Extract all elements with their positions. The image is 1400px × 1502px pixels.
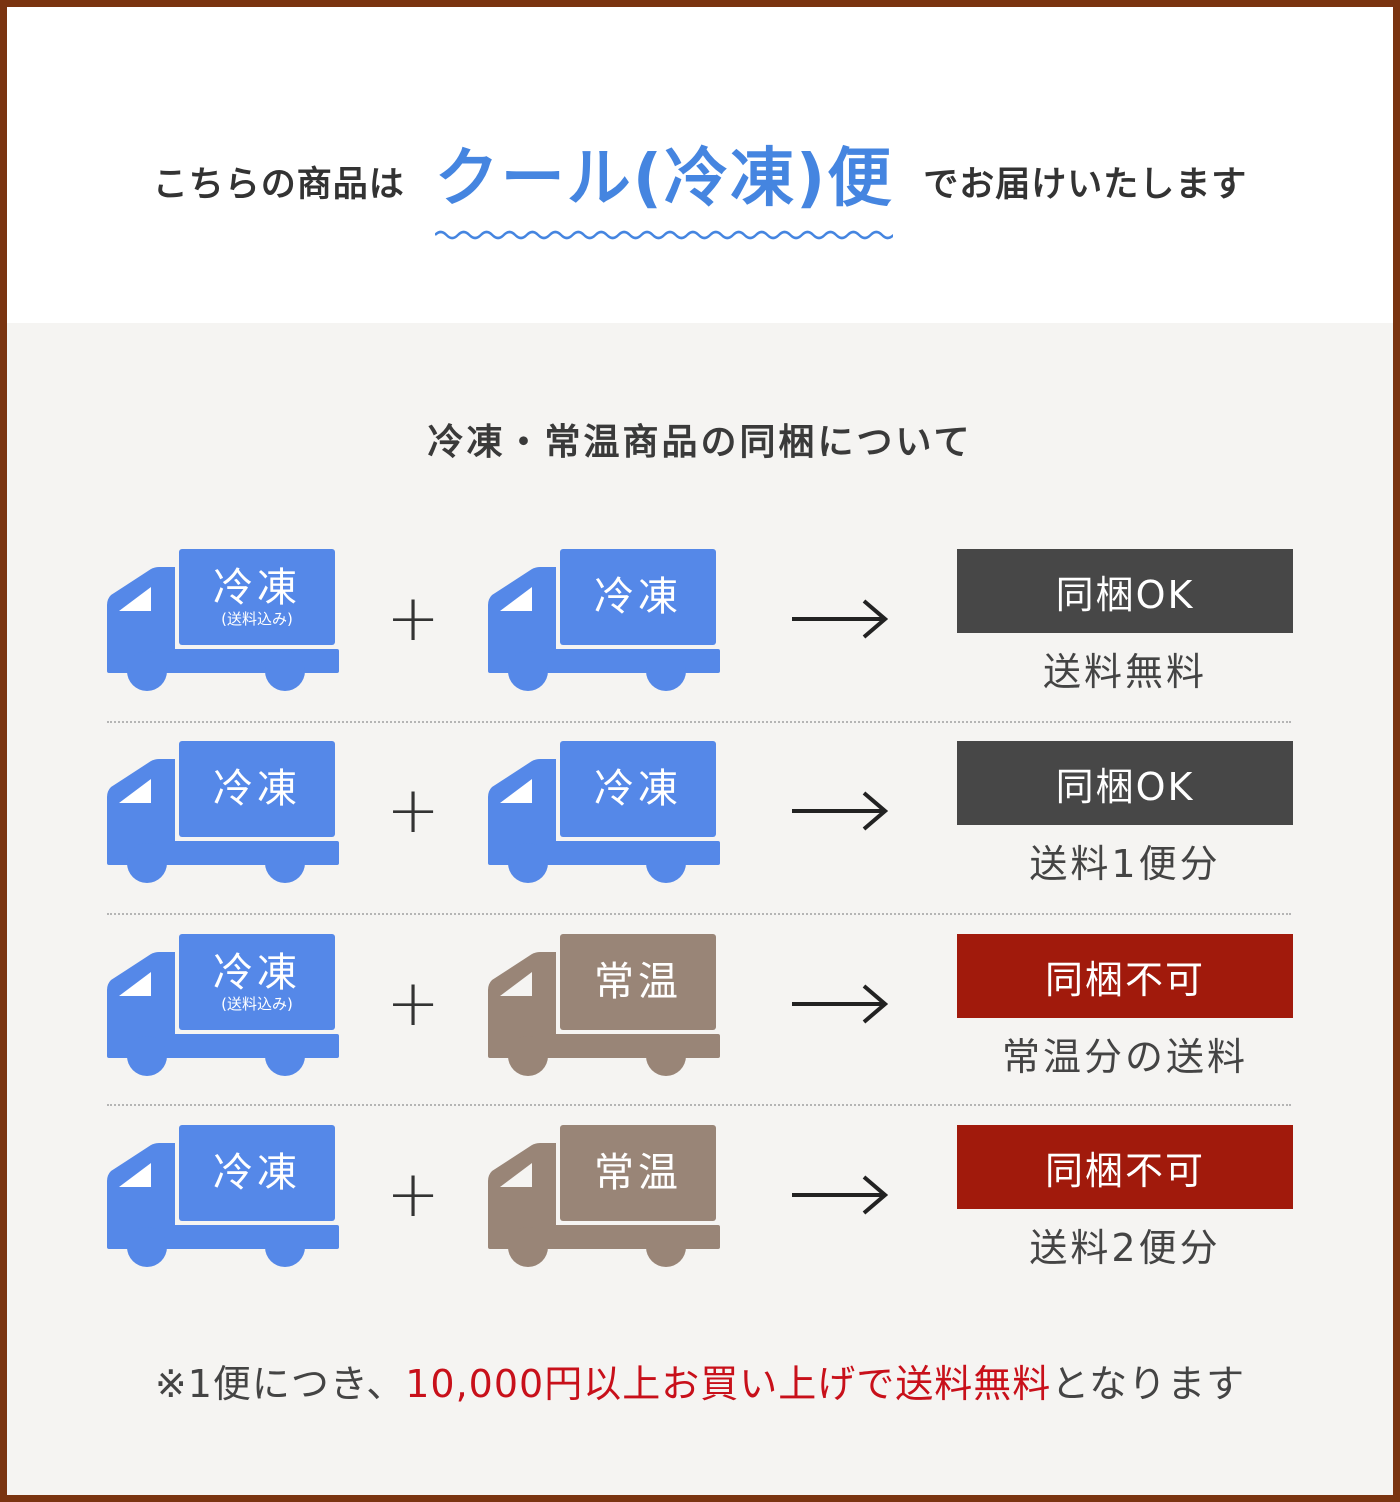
bundle-ng-badge: 同梱不可 — [957, 934, 1293, 1018]
truck-label: 冷凍 — [594, 766, 682, 812]
headline-emphasis: クール(冷凍)便 — [434, 127, 894, 240]
truck-label: 冷凍 — [213, 1150, 301, 1196]
truck-sublabel: (送料込み) — [221, 995, 293, 1013]
ambient-truck-icon: 常温 — [488, 1125, 720, 1271]
headline-emphasis-text: クール(冷凍)便 — [434, 142, 894, 216]
note-prefix: ※1便につき、 — [154, 1362, 406, 1406]
truck-label: 冷凍 — [213, 565, 301, 611]
arrow-right-icon: → — [792, 599, 888, 639]
frozen-truck-icon: 冷凍 — [107, 741, 339, 887]
headline-prefix: こちらの商品は — [152, 164, 405, 205]
note-highlight: 10,000円以上お買い上げで送料無料 — [405, 1362, 1052, 1406]
bundle-row-2: 冷凍 + 冷凍 同梱OK — [7, 741, 1393, 891]
bundle-ok-badge: 同梱OK — [957, 741, 1293, 825]
row-divider — [107, 721, 1291, 723]
shipping-note: ※1便につき、10,000円以上お買い上げで送料無料となります — [7, 1353, 1393, 1408]
note-suffix: となります — [1051, 1362, 1246, 1406]
section-title: 冷凍・常温商品の同梱について — [427, 422, 973, 463]
wave-underline-icon — [434, 230, 894, 240]
arrow-right-icon — [792, 791, 888, 831]
row-divider — [107, 913, 1291, 915]
plus-icon: + — [386, 582, 440, 656]
frozen-truck-icon: 冷凍 — [488, 549, 720, 695]
header-section: こちらの商品は クール(冷凍)便 でお届けいたします — [7, 7, 1393, 323]
bundling-section: 冷凍・常温商品の同梱について 冷凍 (送料込み) + — [7, 323, 1393, 1495]
plus-icon: + — [386, 967, 440, 1041]
bundle-row-4: 冷凍 + 常温 同梱不可 — [7, 1125, 1393, 1275]
frozen-truck-icon: 冷凍 (送料込み) — [107, 549, 339, 695]
plus-icon: + — [386, 1158, 440, 1232]
truck-label: 冷凍 — [213, 950, 301, 996]
shipping-result: 送料無料 — [1042, 650, 1207, 694]
plus-icon: + — [386, 774, 440, 848]
shipping-result: 常温分の送料 — [1001, 1035, 1248, 1079]
bundle-ng-badge: 同梱不可 — [957, 1125, 1293, 1209]
bundle-row-3: 冷凍 (送料込み) + 常温 — [7, 934, 1393, 1084]
bundle-ok-badge: 同梱OK — [957, 549, 1293, 633]
headline: こちらの商品は クール(冷凍)便 でお届けいたします — [7, 127, 1393, 240]
headline-suffix: でお届けいたします — [923, 164, 1248, 205]
shipping-result: 送料1便分 — [1029, 842, 1221, 886]
truck-sublabel: (送料込み) — [221, 610, 293, 628]
shipping-result: 送料2便分 — [1029, 1226, 1221, 1270]
bundle-row-1: 冷凍 (送料込み) + 冷凍 → — [7, 549, 1393, 699]
truck-label: 冷凍 — [213, 766, 301, 812]
frozen-truck-icon: 冷凍 (送料込み) — [107, 934, 339, 1080]
truck-label: 冷凍 — [594, 574, 682, 620]
frozen-truck-icon: 冷凍 — [488, 741, 720, 887]
truck-label: 常温 — [594, 959, 682, 1005]
truck-label: 常温 — [594, 1150, 682, 1196]
frozen-truck-icon: 冷凍 — [107, 1125, 339, 1271]
arrow-right-icon — [792, 984, 888, 1024]
row-divider — [107, 1104, 1291, 1106]
arrow-right-icon — [792, 1175, 888, 1215]
ambient-truck-icon: 常温 — [488, 934, 720, 1080]
